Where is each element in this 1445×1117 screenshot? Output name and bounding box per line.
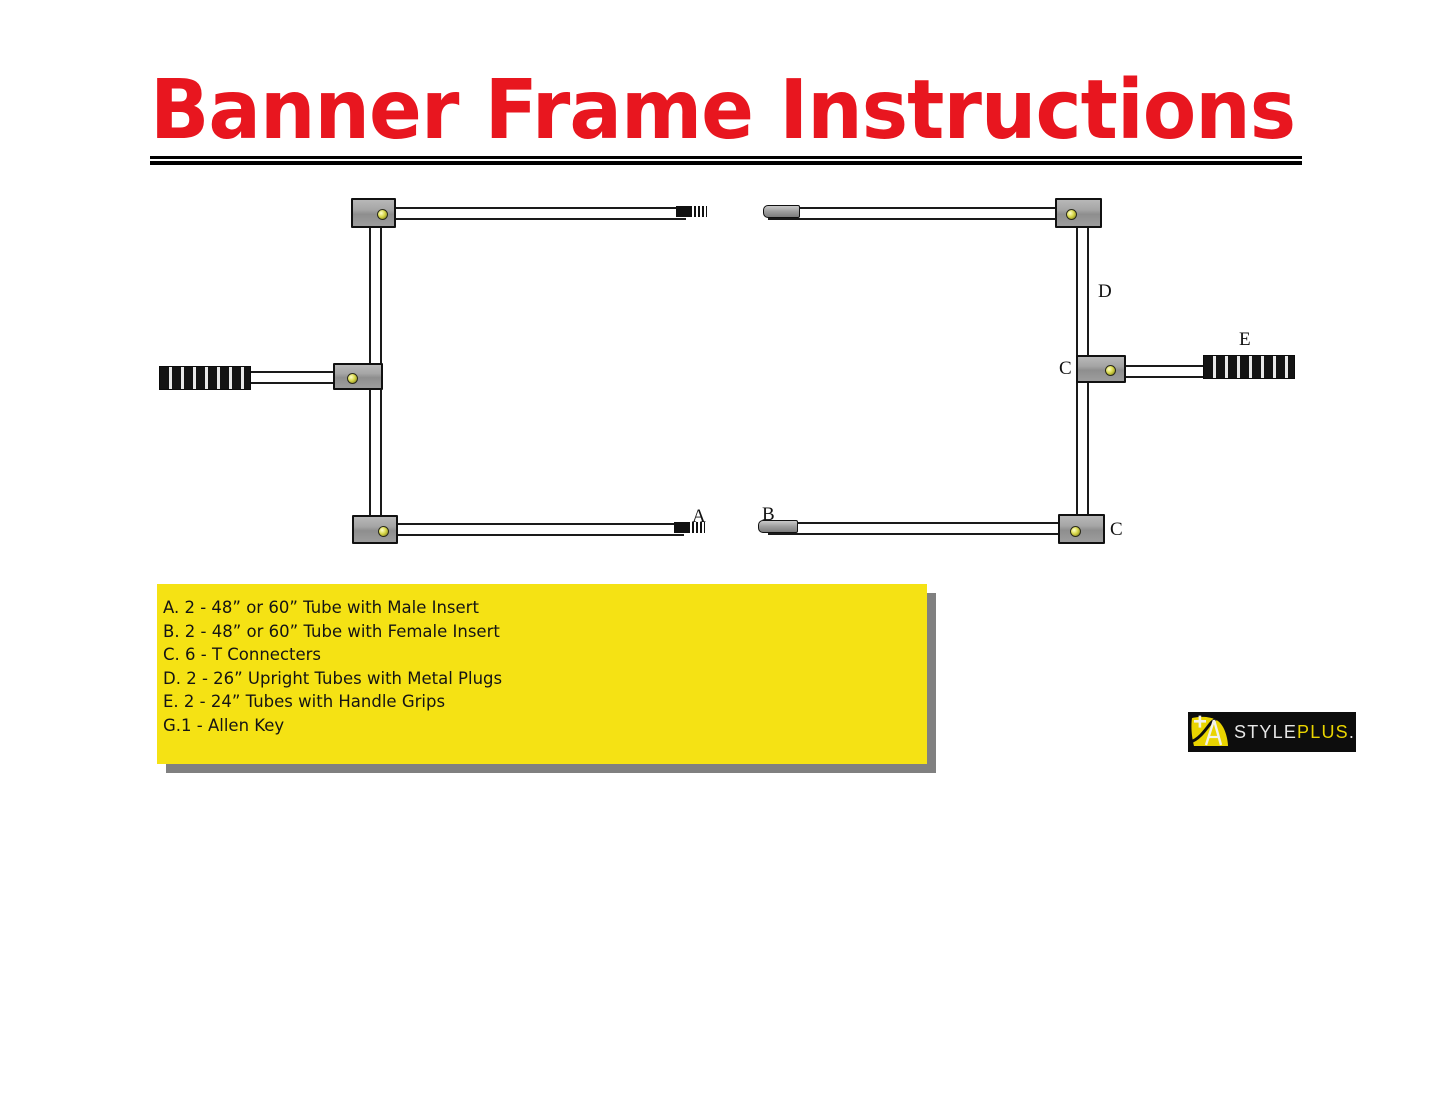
male-insert-body <box>676 206 690 217</box>
top-left-male-insert <box>676 206 707 217</box>
left-handle-grip <box>159 366 251 390</box>
t-connector-bottom-left <box>352 515 398 544</box>
bottom-right-tube <box>768 522 1062 535</box>
top-left-tube <box>392 207 686 220</box>
t-connector-bottom-right <box>1058 514 1105 544</box>
legend-box: A. 2 - 48” or 60” Tube with Male Insert … <box>157 584 927 764</box>
t-connector-middle-left <box>333 363 383 390</box>
t-connector-top-right <box>1055 198 1102 228</box>
male-insert-ridges <box>688 522 705 533</box>
banner-frame-diagram: A B C C D E <box>159 198 1295 544</box>
title-underline-rule <box>150 156 1302 165</box>
title-block: Banner Frame Instructions <box>150 68 1305 168</box>
legend-item: B. 2 - 48” or 60” Tube with Female Inser… <box>163 621 500 641</box>
bottom-right-female-insert <box>758 520 798 533</box>
right-handle-tube <box>1112 365 1210 378</box>
screw-icon <box>377 209 388 220</box>
bottom-left-tube <box>392 523 684 536</box>
bottom-left-male-insert <box>674 522 705 533</box>
top-right-tube <box>768 207 1060 220</box>
logo-plus-word: PLUS <box>1297 721 1349 742</box>
part-label-D: D <box>1098 281 1112 302</box>
part-label-C-middle-right: C <box>1059 358 1072 379</box>
screw-icon <box>1066 209 1077 220</box>
styleplus-logo-text: STYLEPLUS. <box>1234 722 1355 743</box>
top-right-female-insert <box>763 205 800 218</box>
part-label-A: A <box>692 506 706 527</box>
screw-icon <box>1105 365 1116 376</box>
parts-legend-list: A. 2 - 48” or 60” Tube with Male Insert … <box>163 596 921 737</box>
male-insert-ridges <box>690 206 707 217</box>
t-connector-top-left <box>351 198 396 228</box>
legend-item: E. 2 - 24” Tubes with Handle Grips <box>163 692 446 711</box>
left-handle-tube <box>246 371 356 384</box>
title-underline-inner-line <box>150 159 1302 161</box>
logo-trademark-dot: . <box>1348 721 1356 742</box>
t-connector-middle-right <box>1076 355 1126 383</box>
part-label-C-bottom-right: C <box>1110 519 1123 540</box>
legend-item: G.1 - Allen Key <box>163 715 285 735</box>
legend-item: C. 6 - T Connecters <box>163 645 322 664</box>
legend-item: D. 2 - 26” Upright Tubes with Metal Plug… <box>163 668 503 688</box>
legend-item: A. 2 - 48” or 60” Tube with Male Insert <box>163 598 479 617</box>
styleplus-logo: STYLEPLUS. <box>1188 712 1356 752</box>
screw-icon <box>1070 526 1081 537</box>
part-label-E: E <box>1239 329 1251 350</box>
page-title: Banner Frame Instructions <box>150 63 1296 158</box>
logo-style-word: STYLE <box>1234 721 1298 742</box>
part-label-B: B <box>762 504 775 525</box>
screw-icon <box>378 526 389 537</box>
screw-icon <box>347 373 358 384</box>
right-handle-grip <box>1203 355 1295 379</box>
styleplus-logo-mark-icon <box>1188 712 1234 752</box>
male-insert-body <box>674 522 688 533</box>
